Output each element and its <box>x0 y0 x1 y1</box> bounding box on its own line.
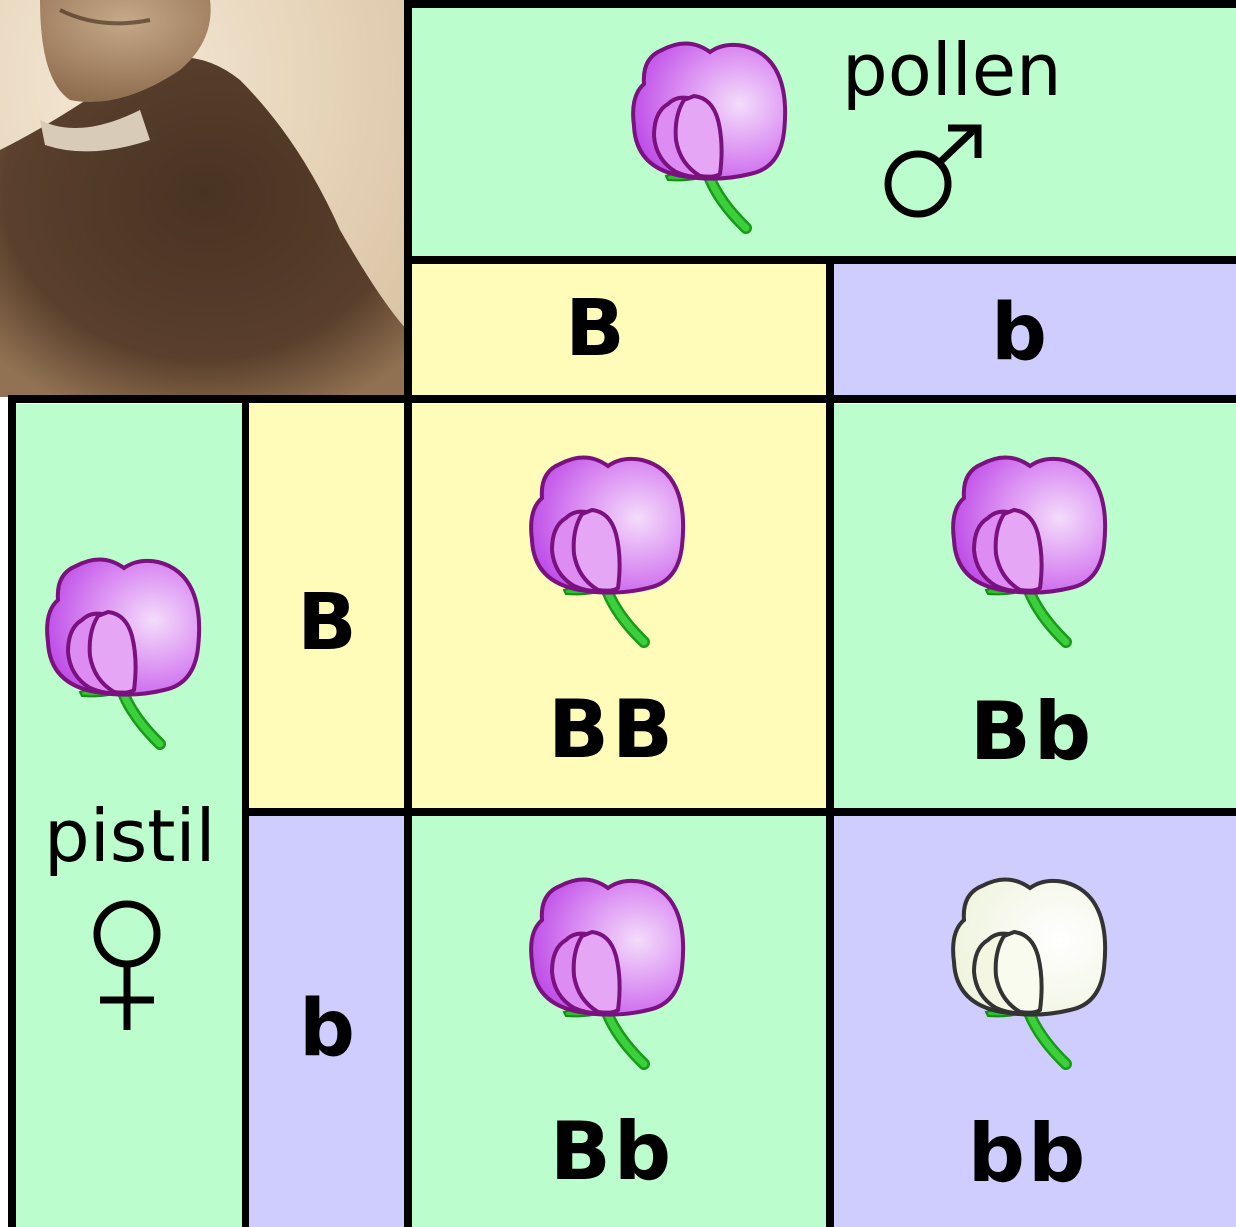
purple-flower-icon <box>526 872 686 1072</box>
pistil-allele-b: b <box>250 990 404 1068</box>
pistil-label: pistil <box>44 800 215 872</box>
pistil-allele-B: B <box>250 584 404 662</box>
grid-line <box>8 395 1236 403</box>
pollen-allele-B: B <box>520 290 670 368</box>
offspring-genotype: bb <box>878 1114 1178 1194</box>
offspring-genotype: Bb <box>462 1112 762 1192</box>
offspring-genotype: Bb <box>882 692 1182 772</box>
grid-line <box>242 808 1236 816</box>
grid-line <box>8 396 16 1227</box>
pollen-allele-b: b <box>944 294 1094 372</box>
portrait-photo <box>0 0 407 397</box>
male-symbol-icon <box>880 122 986 222</box>
pollen-label: pollen <box>842 34 1062 106</box>
offspring-genotype: BB <box>462 690 762 770</box>
female-symbol-icon <box>90 900 164 1034</box>
purple-flower-icon <box>42 552 202 752</box>
purple-flower-icon <box>948 450 1108 650</box>
pollen-header <box>412 8 1236 256</box>
white-flower-icon <box>948 872 1108 1072</box>
grid-line <box>404 0 412 1227</box>
purple-flower-icon <box>628 36 788 236</box>
purple-flower-icon <box>526 450 686 650</box>
grid-line <box>404 0 1236 8</box>
grid-line <box>404 256 1236 264</box>
